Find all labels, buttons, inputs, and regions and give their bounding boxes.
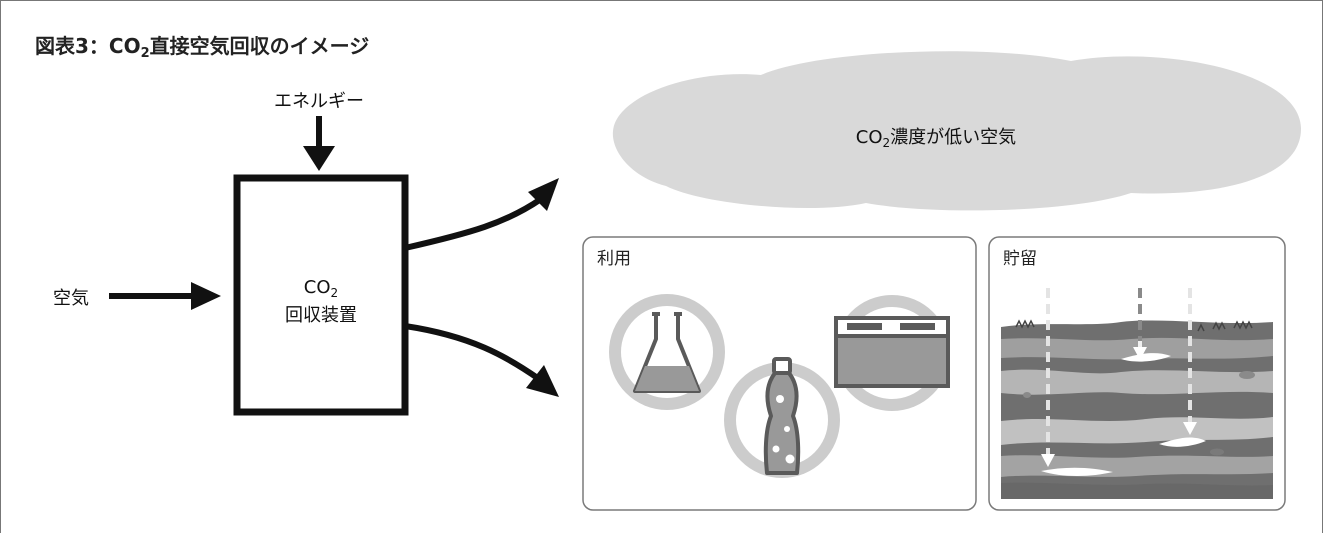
energy-arrow	[303, 116, 335, 171]
device-label-line2: 回収装置	[285, 305, 357, 326]
ground-layers-icon	[1001, 288, 1273, 499]
low-co2-air-cloud: CO2濃度が低い空気	[612, 51, 1301, 211]
air-label: 空気	[53, 288, 89, 309]
air-input-arrow	[109, 282, 221, 310]
device-label-line1: CO2	[304, 277, 338, 300]
container-icon	[834, 295, 950, 411]
energy-label: エネルギー	[274, 91, 364, 112]
output-arrow-down	[404, 323, 559, 397]
storage-title: 貯留	[1003, 249, 1037, 269]
flask-icon	[609, 294, 725, 410]
cloud-label: CO2濃度が低い空気	[856, 127, 1016, 150]
figure-title: 図表3：CO2直接空気回収のイメージ	[35, 34, 369, 61]
bottle-icon	[724, 357, 840, 478]
utilization-panel: 利用	[582, 236, 977, 511]
capture-device-box	[233, 174, 409, 416]
storage-panel: 貯留	[988, 236, 1286, 511]
output-arrow-up	[404, 178, 559, 251]
utilization-title: 利用	[597, 249, 631, 269]
